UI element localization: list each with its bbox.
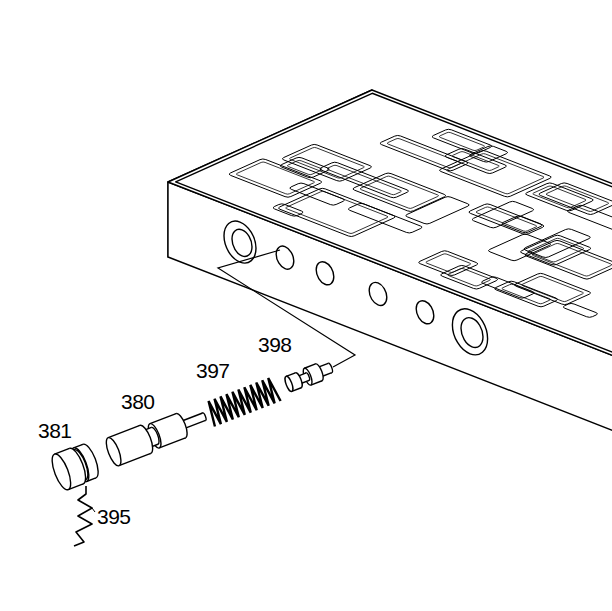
spring — [206, 377, 281, 427]
valve-parts — [48, 350, 338, 492]
channel-wall — [523, 240, 612, 280]
channel-wall — [279, 157, 331, 179]
channel-wall — [537, 182, 612, 215]
channel-wall — [228, 158, 324, 197]
channel-wall — [493, 281, 559, 308]
leader-line — [92, 508, 95, 512]
bore-hole — [369, 279, 387, 308]
axis-guide-line — [218, 250, 355, 367]
channel-wall — [524, 182, 595, 211]
channel-wall — [351, 172, 447, 212]
callout-number: 381 — [38, 420, 72, 441]
bore-hole — [224, 216, 256, 268]
channel-wall — [531, 243, 612, 276]
callout-number: 380 — [121, 391, 155, 412]
fluid-channels — [176, 93, 612, 373]
callout-number: 397 — [196, 360, 230, 381]
channel-wall — [272, 203, 305, 216]
body-rim — [176, 93, 612, 373]
retainer-clip — [74, 486, 92, 546]
bore-hole — [416, 298, 434, 327]
bore-hole — [276, 243, 294, 272]
channel-wall — [521, 276, 585, 302]
body-top-face — [168, 90, 612, 377]
channel-wall — [235, 162, 315, 195]
callout-number: 395 — [97, 506, 131, 527]
channel-wall — [468, 145, 509, 162]
valve-body — [168, 90, 612, 452]
channel-wall — [379, 135, 470, 172]
channel-wall — [281, 144, 373, 182]
callout-number: 398 — [258, 334, 292, 355]
channel-wall — [359, 176, 439, 209]
channel-wall — [386, 138, 461, 168]
channel-wall — [566, 205, 612, 238]
channel-wall — [480, 276, 536, 298]
bore-inner — [461, 314, 483, 351]
bore-hole — [452, 303, 487, 361]
bores — [224, 214, 488, 361]
channel-wall — [471, 201, 536, 229]
channel-wall — [286, 160, 323, 175]
channel-wall — [347, 203, 424, 234]
valve-land — [103, 424, 155, 468]
channel-wall — [417, 250, 479, 276]
bore-plug — [48, 446, 89, 492]
channel-wall — [545, 186, 609, 212]
channel-wall — [562, 303, 599, 318]
channel-wall — [522, 228, 591, 258]
channel-wall — [532, 186, 587, 209]
channel-wall — [475, 207, 538, 232]
bore-inner — [232, 226, 252, 260]
channel-wall — [425, 253, 472, 272]
bore-hole — [316, 259, 334, 288]
channel-wall — [519, 235, 592, 266]
valve-land — [283, 372, 303, 393]
channel-wall — [467, 203, 545, 235]
